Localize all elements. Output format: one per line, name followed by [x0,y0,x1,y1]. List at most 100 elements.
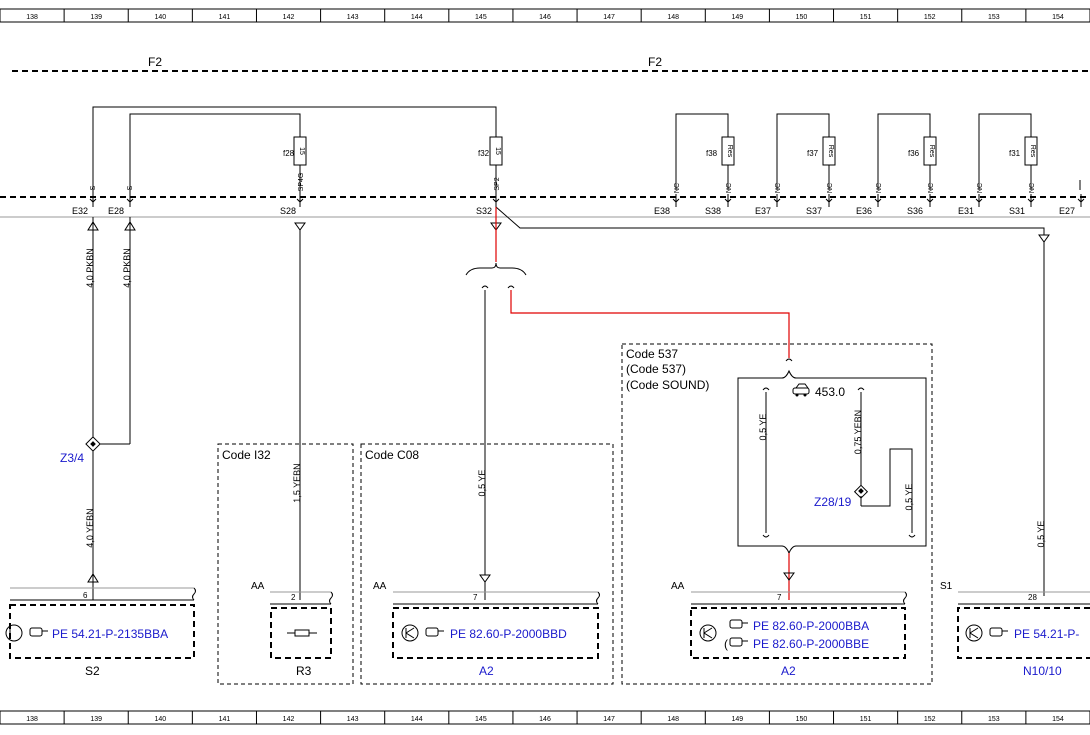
ruler-cell-label: 139 [90,14,102,21]
component-a2-537[interactable]: AA 7 A2 PE 82.60-P-2000BBA PE 82.60-P-20… [671,581,907,678]
ruler-cell-label: 138 [26,14,38,21]
svg-text:Res: Res [1029,145,1036,158]
svg-text:S2: S2 [85,664,100,678]
code-c08-box [360,443,614,685]
svg-text:f36: f36 [908,149,920,158]
pin-label-e32: S [90,185,97,190]
svg-text:f38: f38 [706,149,718,158]
pin-label-nc: NC [674,183,681,193]
ruler-cell-label: 148 [667,716,679,723]
pointing-hand-icon [29,627,48,637]
fuse-f32[interactable]: 15 f32 SP2 [478,136,503,191]
ruler-cell-label: 148 [667,14,679,21]
ruler-cell-label: 141 [219,716,231,723]
splice-z34-label: Z3/4 [60,451,84,465]
svg-text:R3: R3 [296,664,312,678]
transistor-icon [699,624,717,642]
connector-label: S32 [476,206,492,216]
ruler-cell-label: 141 [219,14,231,21]
ruler-cell-label: 151 [860,716,872,723]
connector-label: S28 [280,206,296,216]
ruler-cell-label: 154 [1052,14,1064,21]
component-a2-c08[interactable]: AA 7 A2 PE 82.60-P-2000BBD [373,581,600,678]
car-icon [792,383,810,397]
svg-text:PE 82.60-P-2000BBD: PE 82.60-P-2000BBD [450,627,567,641]
ruler-cell-label: 139 [90,716,102,723]
svg-text:f32: f32 [478,149,490,158]
pin-label-nc: NC [827,183,834,193]
svg-text:7: 7 [473,593,478,602]
svg-text:N10/10: N10/10 [1023,664,1062,678]
wire-label-3: 4,0 YEBN [85,508,95,547]
svg-text:Res: Res [827,145,834,158]
wire-label-2: 4,0 PKBN [122,248,132,288]
ruler-cell-label: 151 [860,14,872,21]
svg-text:SP2: SP2 [494,177,501,190]
svg-text:Res: Res [726,145,733,158]
component-r3[interactable]: AA 2 R3 [251,581,333,678]
ruler-cell-label: 152 [924,14,936,21]
transistor-icon [401,624,419,642]
connector-label: E27 [1059,206,1075,216]
svg-text:PE 54.21-P-2135BBA: PE 54.21-P-2135BBA [52,627,168,641]
svg-text:(: ( [724,637,728,651]
wire-label-7: 0,75 YEBN [853,410,863,454]
component-n1010[interactable]: S1 28 N10/10 PE 54.21-P- [940,581,1090,678]
ruler-cell-label: 145 [475,716,487,723]
connector-label: S37 [806,206,822,216]
ruler-cell-label: 138 [26,716,38,723]
svg-text:2: 2 [291,593,296,602]
pin-label-nc: NC [928,183,935,193]
svg-text:f28: f28 [283,149,295,158]
svg-text:6: 6 [83,591,88,600]
wire-label-5: 0,5 YE [477,470,487,497]
splice-z2819-label: Z28/19 [814,495,852,509]
code-i32-label: Code I32 [222,448,271,462]
connector-label: E38 [654,206,670,216]
svg-text:SP4G: SP4G [298,173,305,192]
pin-label-nc: NC [1029,183,1036,193]
ruler-cell-label: 143 [347,14,359,21]
connector-label: E31 [958,206,974,216]
pin-label-nc: NC [726,183,733,193]
fuse-box-label-right: F2 [648,55,662,69]
ruler-cell-label: 149 [732,716,744,723]
connector-label: E37 [755,206,771,216]
ruler-cell-label: 142 [283,14,295,21]
wire-label-1: 4,0 PKBN [85,248,95,288]
fuse-f28[interactable]: 15 f28 SP4G [283,136,307,192]
ruler-cell-label: 153 [988,14,1000,21]
svg-text:15: 15 [298,147,305,155]
ruler-cell-label: 142 [283,716,295,723]
ruler-cell-label: 150 [796,716,808,723]
svg-text:AA: AA [373,581,387,592]
component-s2[interactable]: 6 S2 PE 54.21-P-2135BBA [9,587,196,678]
code-537-box [621,343,933,685]
ruler-cell-label: 144 [411,716,423,723]
connector-label: E36 [856,206,872,216]
svg-text:f37: f37 [807,149,819,158]
svg-text:AA: AA [251,581,265,592]
connector-label: S31 [1009,206,1025,216]
connector-label: E28 [108,206,124,216]
ruler-cell-label: 140 [154,14,166,21]
pin-label-e28: S [127,185,134,190]
pointing-hand-icon [425,627,444,637]
ruler-cell-label: 146 [539,716,551,723]
svg-text:f31: f31 [1009,149,1021,158]
pointing-hand-icon [989,627,1008,637]
connector-label: E32 [72,206,88,216]
ruler-cell-label: 146 [539,14,551,21]
ruler-cell-label: 154 [1052,716,1064,723]
code-537-paren-label: (Code 537) [626,362,686,376]
wire-label-6: 0,5 YE [758,414,768,441]
